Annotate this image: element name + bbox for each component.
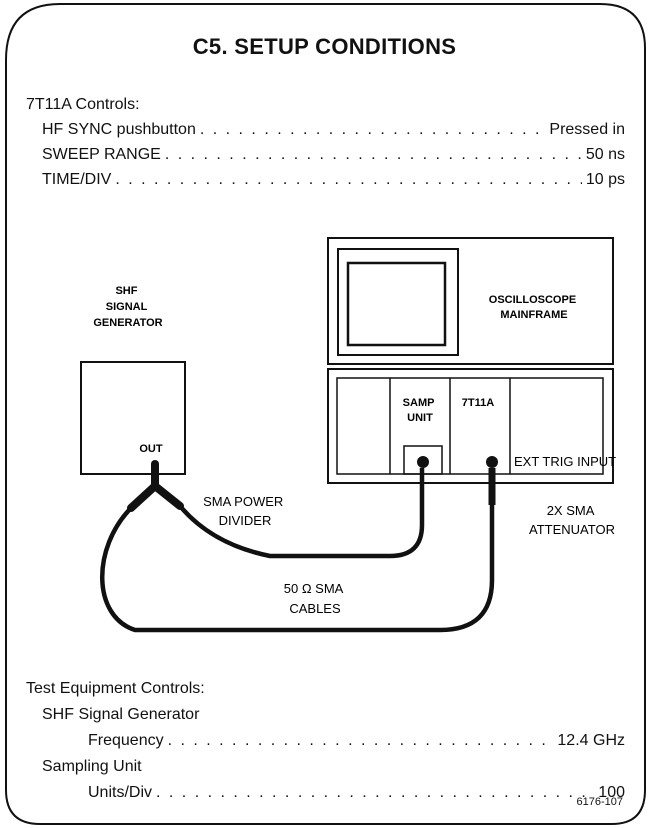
frequency-label: Frequency [88,732,164,749]
control-value: 50 ns [585,146,625,163]
test-equipment-heading: Test Equipment Controls: [26,680,205,697]
signal-generator-box [80,361,186,475]
control-row-time-div: TIME/DIV 10 ps [42,171,625,189]
plugin-7t11a-label: 7T11A [462,397,494,409]
figure-code: 6176-107 [576,796,624,808]
sampling-heading: Sampling Unit [42,758,142,775]
page-title: C5. SETUP CONDITIONS [192,34,457,59]
attenuator-label: 2X SMA ATTENUATOR [529,503,615,537]
signal-generator-label: SHF SIGNAL GENERATOR [93,285,162,329]
samp-unit-label: SAMP UNIT [403,397,438,424]
generator-heading: SHF Signal Generator [42,706,200,723]
control-row-sweep-range: SWEEP RANGE 50 ns [42,146,625,164]
power-divider-label: SMA POWER DIVIDER [203,494,287,528]
leader-dots [168,732,554,750]
frequency-value: 12.4 GHz [557,732,625,749]
leader-dots [156,784,594,802]
cable-to-ext-trig [100,505,495,633]
divider-right-arm [151,482,184,510]
plugin-bay [336,377,604,475]
cables-label: 50 Ω SMA CABLES [284,581,346,616]
controls-heading: 7T11A Controls: [26,96,140,113]
mainframe-bottom [327,368,614,484]
crt-bezel [337,248,459,356]
mainframe-top [327,237,614,365]
control-value: Pressed in [549,121,625,138]
units-div-label: Units/Div [88,784,153,801]
control-label: TIME/DIV [42,171,112,188]
frequency-row: Frequency 12.4 GHz [88,732,625,750]
divider-left-arm [127,482,159,512]
samp-unit-connector [417,456,429,468]
control-value: 10 ps [585,171,625,188]
crt-screen [346,261,447,347]
ext-trig-connector [486,456,498,468]
units-div-row: Units/Div 100 [88,784,625,802]
control-row-hf-sync: HF SYNC pushbutton Pressed in [42,121,625,139]
out-label: OUT [139,443,163,455]
mainframe-label: OSCILLOSCOPE MAINFRAME [489,294,579,321]
control-label: SWEEP RANGE [42,146,161,163]
control-label: HF SYNC pushbutton [42,121,196,138]
ext-trig-label: EXT TRIG INPUT [514,454,616,469]
cable-to-samp-unit [178,468,425,559]
units-div-value: 100 [598,784,625,801]
